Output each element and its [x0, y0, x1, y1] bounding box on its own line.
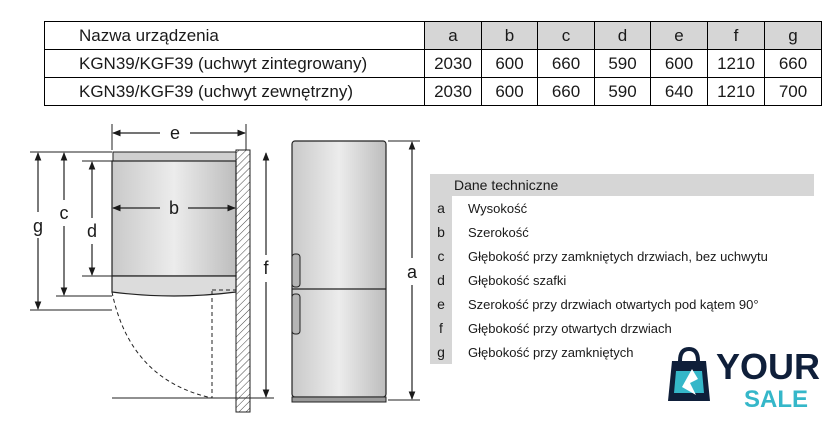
legend-letter: g	[430, 340, 452, 364]
label-g: g	[33, 216, 43, 236]
wall	[235, 149, 251, 399]
side-view: a	[291, 140, 420, 403]
legend-item: f Głębokość przy otwartych drzwiach	[430, 316, 814, 340]
legend-text: Szerokość przy drzwiach otwartych pod ką…	[468, 296, 759, 312]
lower-handle	[291, 293, 301, 335]
wall-corner	[235, 397, 251, 413]
label-b: b	[169, 198, 179, 218]
legend-letter: a	[430, 196, 452, 220]
label-a: a	[407, 262, 418, 282]
legend-letter: d	[430, 268, 452, 292]
yoursale-logo: YOUR SALE	[662, 339, 830, 417]
fridge-body	[291, 140, 387, 398]
legend-text: Wysokość	[468, 200, 528, 216]
legend-letter: b	[430, 220, 452, 244]
name-header: Nazwa urządzenia	[44, 21, 425, 50]
legend-letter: e	[430, 292, 452, 316]
legend-letter: f	[430, 316, 452, 340]
cell: 660	[764, 49, 822, 78]
cabinet-body	[111, 160, 237, 277]
col-header: b	[481, 21, 538, 50]
table-header-row: Nazwa urządzenia a b c d e f g	[44, 21, 822, 50]
cell: 660	[537, 49, 595, 78]
cell: 600	[481, 49, 538, 78]
model-name: KGN39/KGF39 (uchwyt zewnętrzny)	[44, 77, 425, 106]
label-d: d	[87, 221, 97, 241]
cell: 2030	[424, 77, 482, 106]
label-f: f	[263, 258, 269, 278]
legend-text: Głębokość przy zamkniętych drzwiach, bez…	[468, 248, 768, 264]
door-swing-arc	[111, 291, 213, 399]
col-header: c	[537, 21, 595, 50]
col-header: e	[650, 21, 708, 50]
door-open	[211, 289, 237, 399]
cell: 640	[650, 77, 708, 106]
table-row: KGN39/KGF39 (uchwyt zintegrowany) 2030 6…	[44, 49, 822, 78]
legend-item: d Głębokość szafki	[430, 268, 814, 292]
technical-legend: Dane techniczne a Wysokość b Szerokość c…	[430, 174, 814, 364]
cell: 700	[764, 77, 822, 106]
cell: 590	[594, 77, 651, 106]
cell: 2030	[424, 49, 482, 78]
legend-text: Szerokość	[468, 224, 529, 240]
logo-graphic: YOUR SALE	[668, 346, 820, 413]
logo-word-sale: SALE	[744, 386, 808, 413]
fridge-base	[291, 396, 387, 403]
upper-handle	[291, 253, 301, 288]
legend-text: Głębokość przy otwartych drzwiach	[468, 320, 672, 336]
legend-text: Głębokość przy zamkniętych	[468, 344, 634, 360]
legend-item: e Szerokość przy drzwiach otwartych pod …	[430, 292, 814, 316]
legend-title: Dane techniczne	[430, 174, 814, 196]
legend-item: b Szerokość	[430, 220, 814, 244]
door-closed	[111, 275, 237, 297]
legend-text: Głębokość szafki	[468, 272, 567, 288]
col-header: d	[594, 21, 651, 50]
legend-item: c Głębokość przy zamkniętych drzwiach, b…	[430, 244, 814, 268]
dimension-table: Nazwa urządzenia a b c d e f g KGN39/KGF…	[44, 21, 822, 106]
col-header: g	[764, 21, 822, 50]
legend-item: a Wysokość	[430, 196, 814, 220]
top-rail	[112, 151, 237, 162]
logo-word-your: YOUR	[716, 346, 820, 387]
shopping-bag-icon	[668, 346, 710, 401]
cell: 1210	[707, 49, 765, 78]
legend-item: g Głębokość przy zamkniętych	[430, 340, 814, 364]
top-view: e b g c d f	[30, 123, 274, 413]
col-header: f	[707, 21, 765, 50]
table-row: KGN39/KGF39 (uchwyt zewnętrzny) 2030 600…	[44, 77, 822, 106]
legend-letter: c	[430, 244, 452, 268]
label-c: c	[60, 203, 69, 223]
label-e: e	[170, 123, 180, 143]
model-name: KGN39/KGF39 (uchwyt zintegrowany)	[44, 49, 425, 78]
